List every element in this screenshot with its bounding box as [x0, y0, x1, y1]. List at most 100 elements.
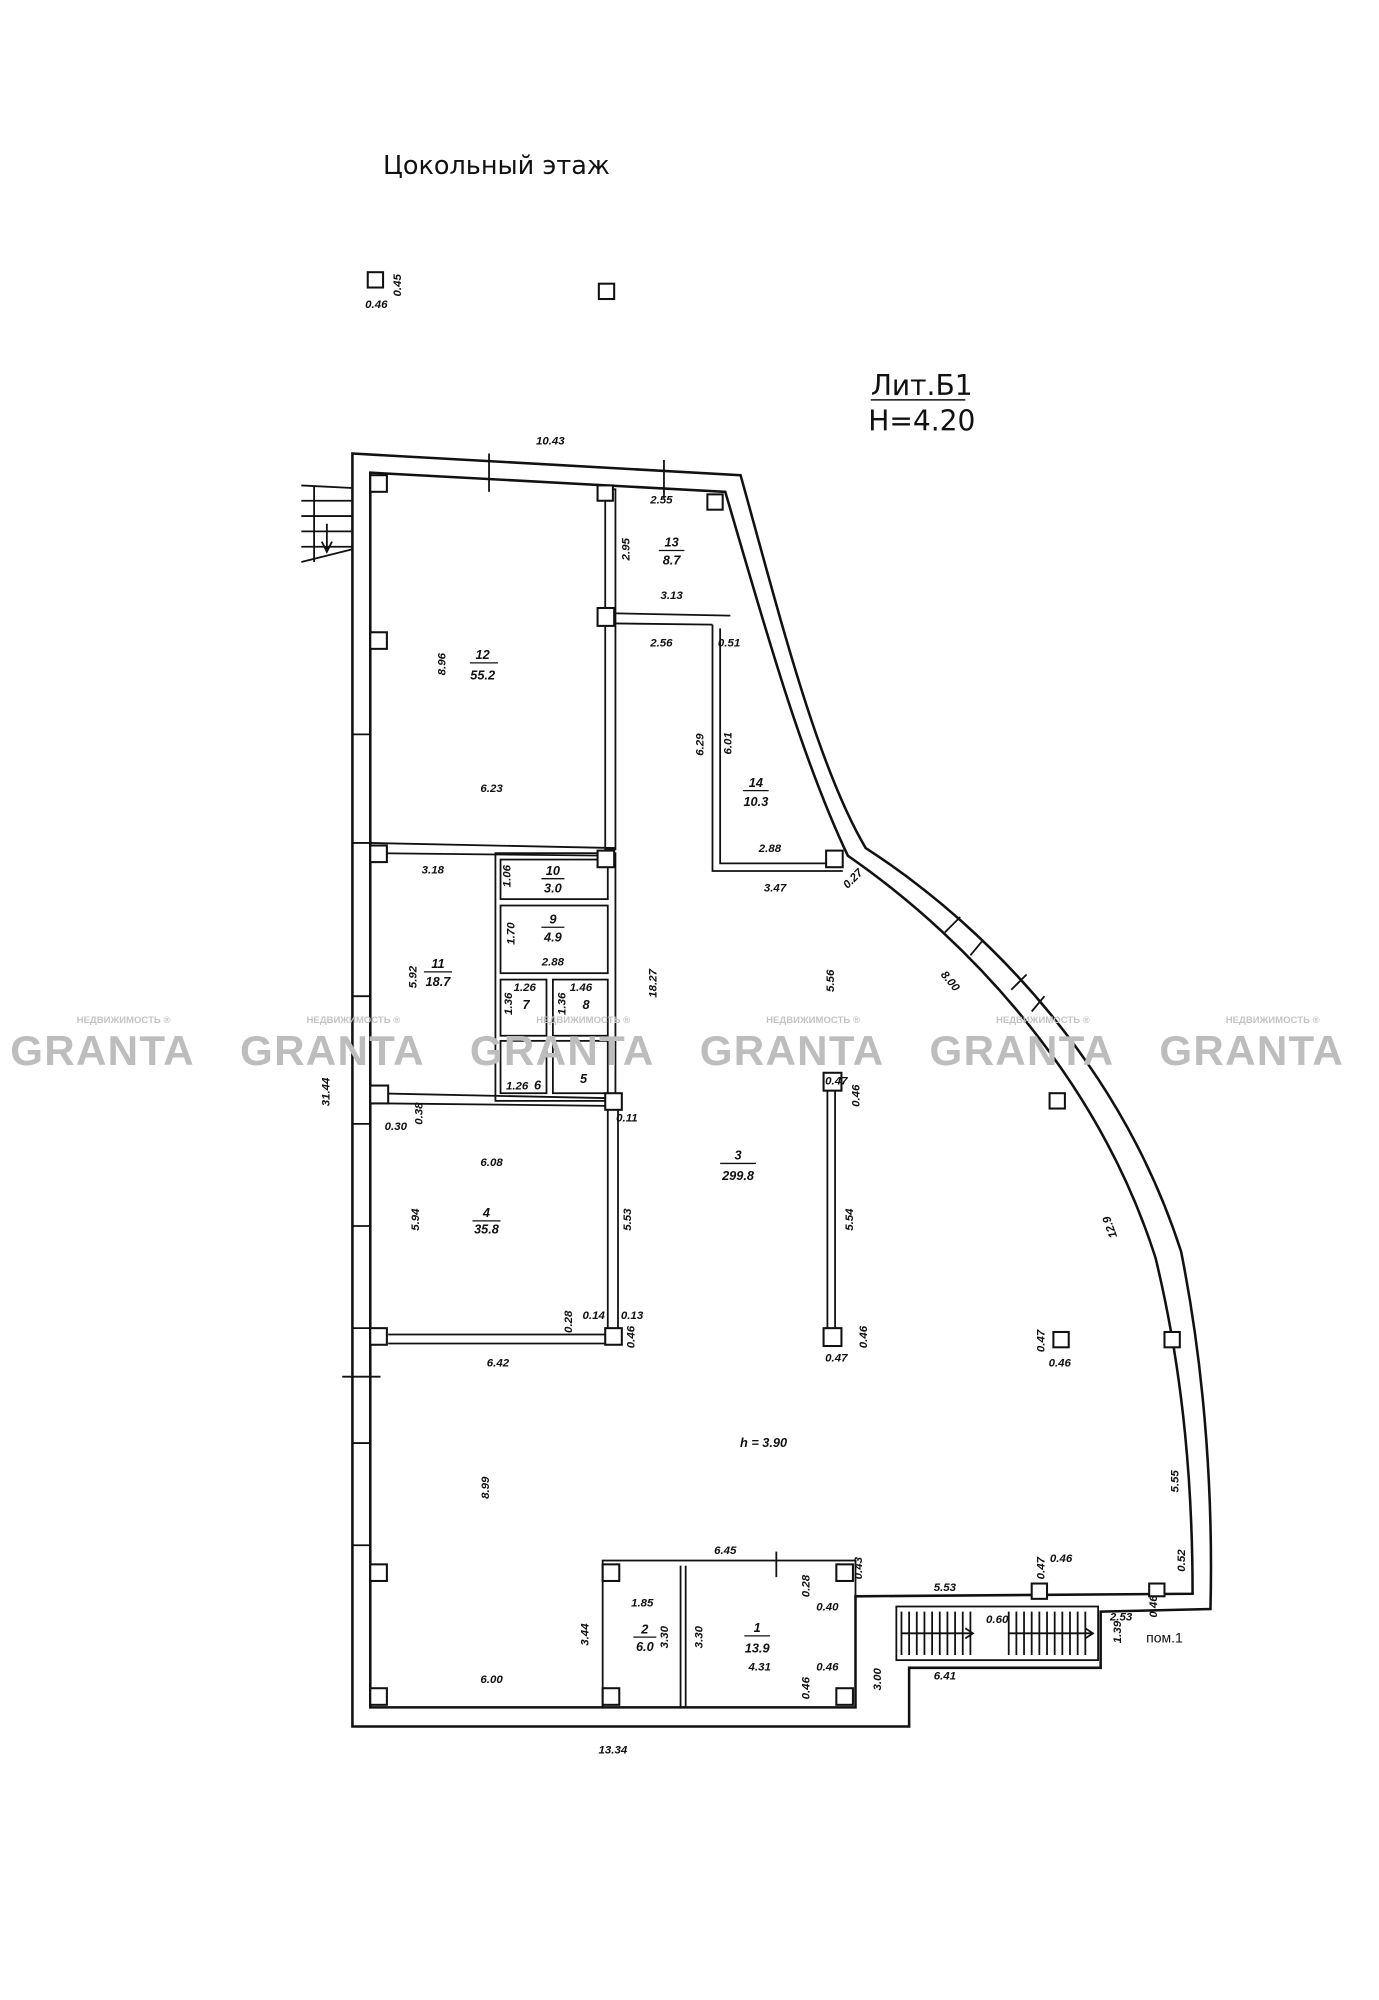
dim-label: 0.47 [825, 1352, 848, 1364]
dim-label: 5.55 [1170, 1470, 1182, 1493]
room-6: 6 [534, 1077, 542, 1092]
dim-label: 5.94 [410, 1208, 422, 1231]
dim-label: 1.06 [502, 864, 514, 887]
dim-label: 11 [431, 956, 444, 971]
dim-label: 0.11 [616, 1112, 638, 1124]
dim-label: 3.00 [872, 1668, 884, 1691]
dim-label: 55.2 [470, 668, 495, 683]
dim-label: 2.88 [758, 843, 782, 855]
dim-label: 0.46 [850, 1084, 862, 1107]
dim-label: 1.46 [570, 982, 593, 994]
dim-label: 3.13 [660, 590, 683, 602]
dim-label: 0.38 [414, 1102, 426, 1125]
dim-label: 6.23 [480, 783, 503, 795]
plan-title: Цокольный этаж [383, 151, 610, 181]
room-2: 26.0 [633, 1621, 657, 1654]
room-10: 103.0 [541, 863, 565, 896]
dim-label: 8.7 [663, 553, 682, 568]
room-1: 113.9 [744, 1620, 770, 1655]
dim-label: 2.56 [649, 637, 673, 649]
dim-label: 14 [749, 775, 763, 790]
dim-label: 1.39 [1112, 1620, 1124, 1643]
dim-label: 18.7 [426, 974, 452, 989]
dim-label: 13 [665, 535, 679, 550]
watermark-brand: GRANTA [1159, 1027, 1344, 1074]
dim-label: 0.13 [621, 1310, 644, 1322]
dimension-labels: 10.43 2.55 2.95 3.13 2.56 0.51 8.96 6.29… [320, 436, 1187, 1757]
room-13: 138.7 [658, 535, 685, 568]
exterior-walls [342, 452, 1213, 1728]
dim-label: 4.9 [543, 929, 563, 944]
dim-label: 7 [523, 997, 531, 1012]
watermark-brand: GRANTA [700, 1027, 885, 1074]
dim-label: 5.53 [934, 1582, 957, 1594]
dim-label: 0.46 [1049, 1357, 1072, 1369]
dim-label: 0.60 [986, 1614, 1009, 1626]
room-7: 7 [523, 997, 531, 1012]
watermark-sub: НЕДВИЖИМОСТЬ ® [996, 1015, 1090, 1026]
dim-label: 3.0 [544, 881, 562, 896]
dim-label: 18.27 [647, 968, 659, 997]
dim-label: 8.96 [437, 652, 449, 675]
dim-label: 0.47 [1035, 1556, 1047, 1579]
dim-label: 2 [640, 1621, 648, 1636]
watermark-brand: GRANTA [930, 1027, 1115, 1074]
dim-label: 13.9 [745, 1640, 771, 1655]
stair-pom1 [895, 1605, 1099, 1662]
dim-label: 0.51 [718, 637, 740, 649]
dim-label: 0.45 [392, 273, 404, 296]
dim-label: 6 [534, 1077, 542, 1092]
dim-label: 10.43 [536, 436, 565, 448]
watermark-sub: НЕДВИЖИМОСТЬ ® [536, 1015, 630, 1026]
dim-label: 1.70 [506, 922, 518, 945]
dim-label: 6.41 [934, 1670, 956, 1682]
dim-label: 2.95 [620, 537, 632, 561]
dim-label: 0.46 [858, 1325, 870, 1348]
external-column [366, 271, 385, 289]
dim-label: 0.46 [1148, 1595, 1160, 1618]
dim-label: 2.55 [649, 494, 673, 506]
dim-label: 3.44 [580, 1623, 592, 1646]
dim-label: 0.14 [583, 1310, 606, 1322]
dim-label: 0.30 [385, 1121, 408, 1133]
dim-label: 12 [476, 647, 490, 662]
dim-label: 3.30 [693, 1625, 705, 1648]
watermark-brand: GRANTA [240, 1027, 425, 1074]
dim-label: 13.34 [599, 1744, 628, 1756]
dim-label: 12.9 [1101, 1214, 1120, 1240]
dim-label: 2.53 [1109, 1612, 1133, 1624]
room-14: 14 10.3 [743, 775, 769, 809]
room-9: 94.9 [541, 911, 565, 944]
dim-label: 1.85 [631, 1598, 654, 1610]
room-8: 8 [583, 997, 591, 1012]
entrance-stair-left [301, 484, 353, 563]
dim-label: 1 [754, 1620, 761, 1635]
dim-label: 0.47 [825, 1075, 848, 1087]
columns [369, 474, 1181, 1706]
dim-label: 1.26 [506, 1080, 529, 1092]
dim-label: 6.29 [695, 733, 707, 756]
dim-label: 0.28 [801, 1574, 813, 1597]
lit-height: H=4.20 [868, 405, 975, 438]
dim-label: 1.26 [514, 982, 537, 994]
dim-label: 10.3 [743, 794, 768, 809]
watermark-sub: НЕДВИЖИМОСТЬ ® [766, 1015, 860, 1026]
dim-label: 2.88 [541, 957, 565, 969]
dim-label: 0.46 [816, 1661, 839, 1673]
dim-label: 0.46 [365, 299, 388, 311]
dim-label: 8 [583, 997, 591, 1012]
dim-label: 0.40 [816, 1601, 839, 1613]
room-4: 435.8 [472, 1205, 501, 1237]
watermark-sub: НЕДВИЖИМОСТЬ ® [1226, 1015, 1320, 1026]
dim-label: 5 [580, 1071, 588, 1086]
dim-label: 1.36 [557, 992, 569, 1015]
watermark-sub: НЕДВИЖИМОСТЬ ® [306, 1015, 400, 1026]
dim-label: 5.54 [844, 1208, 856, 1231]
dim-label: 6.08 [480, 1157, 503, 1169]
dim-label: 1.36 [503, 992, 515, 1015]
external-column [597, 282, 616, 301]
dim-label: 3.30 [659, 1625, 671, 1648]
dim-label: 0.47 [1035, 1329, 1047, 1352]
